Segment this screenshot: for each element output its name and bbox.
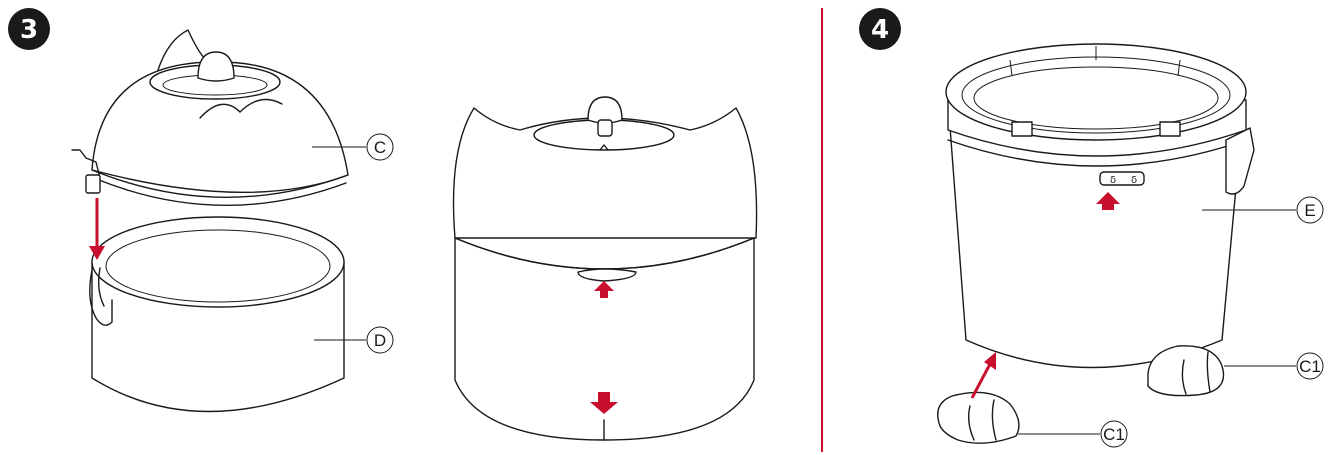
tank-arrow-up [1096, 192, 1120, 210]
callout-tank: E [1202, 196, 1324, 224]
callout-lid: C [312, 133, 394, 161]
step-4-number: 4 [871, 15, 889, 45]
step-3-number: 3 [20, 15, 38, 45]
insert-arrow-down [89, 198, 105, 260]
callout-lid-label: C [374, 138, 386, 157]
callout-base: D [314, 326, 394, 354]
latch-arrow-up [594, 281, 614, 298]
bottom-arrow-down [590, 392, 618, 414]
assembled-fountain [452, 96, 758, 441]
foot-right [1147, 345, 1225, 397]
step-4-badge: 4 [859, 8, 901, 50]
callout-foot-left-label: C1 [1103, 425, 1125, 444]
callout-base-label: D [374, 331, 386, 350]
foot-left [937, 391, 1020, 444]
base-illustration [89, 216, 345, 413]
callout-foot-left: C1 [1018, 420, 1128, 448]
step-3-badge: 3 [8, 8, 50, 50]
foot-arrow [970, 352, 996, 399]
callout-foot-right: C1 [1224, 352, 1324, 380]
callout-tank-label: E [1304, 201, 1315, 220]
plate-glyph-right: δ [1131, 175, 1137, 186]
tank-illustration: δ δ [945, 43, 1255, 369]
callout-foot-right-label: C1 [1299, 357, 1321, 376]
plate-glyph-left: δ [1110, 175, 1116, 186]
